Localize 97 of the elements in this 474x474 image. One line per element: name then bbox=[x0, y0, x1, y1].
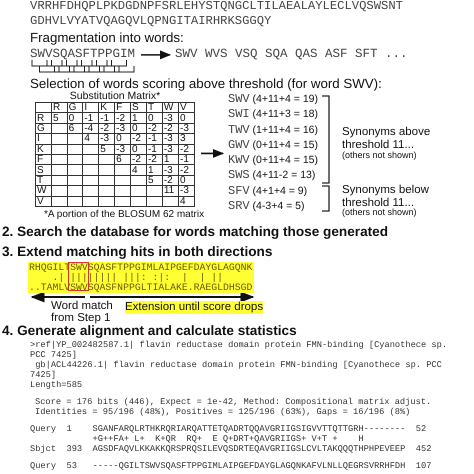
table-cell: 4 bbox=[178, 196, 194, 206]
synonym-score: TWV (1+11+4 = 16) bbox=[228, 122, 318, 138]
table-cell: -4 bbox=[82, 123, 99, 134]
arrow bbox=[201, 148, 224, 158]
table-cell: -3 bbox=[162, 144, 179, 154]
table-cell: 4 bbox=[130, 164, 146, 176]
table-cell: -2 bbox=[114, 112, 131, 124]
alignment-row: Query 53 -----QGILTSWVSQASFTPPGIMLAIPGEFDAYGLAGQNKAFVLNLLQEGRSVRRHFDH 107 bbox=[30, 462, 432, 472]
table-cell: -2 bbox=[146, 123, 162, 134]
table-cell: T bbox=[146, 102, 162, 113]
table-cell: 0 bbox=[114, 134, 131, 144]
table-cell: -3 bbox=[178, 123, 194, 134]
synonym-score: GWV (0+11+4 = 15) bbox=[228, 138, 318, 154]
synonym-score: SWI (4+11+3 = 18) bbox=[228, 107, 318, 123]
table-cell: -1 bbox=[178, 154, 194, 165]
match-symbols: +G++FA+ L+ K+QR RQ+ E Q+DRT+QAVGRIIGS+ V+T + H bbox=[92, 435, 364, 445]
table-cell: 6 bbox=[114, 154, 131, 165]
table-cell: -2 bbox=[162, 123, 179, 134]
table-cell: I bbox=[82, 102, 99, 113]
table-title: Substitution Matrix* bbox=[68, 90, 160, 102]
section-heading: Fragmentation into words: bbox=[30, 31, 184, 46]
table-cell: R bbox=[52, 102, 68, 113]
table-cell: -3 bbox=[162, 134, 179, 144]
table-cell: K bbox=[36, 144, 52, 154]
annotation-text: (others not shown) bbox=[342, 151, 417, 161]
synonym-score: SWS (4+11-2 = 13) bbox=[228, 168, 316, 184]
annotation-text: Synonyms above threshold 11... bbox=[342, 126, 432, 152]
section-heading: 3. Extend matching hits in both directions bbox=[2, 245, 272, 260]
table-cell: 1 bbox=[146, 164, 162, 176]
synonym-score: KWV (0+11+4 = 15) bbox=[228, 153, 318, 168]
sequence-text: VRRHFDHQPLPKDGDNPFSRLEHYSTQNGCLTILAEALAYLECLVQSWSNT bbox=[30, 0, 403, 14]
table-cell: -3 bbox=[162, 164, 179, 176]
table-cell: -2 bbox=[146, 154, 162, 165]
table-cell: -1 bbox=[98, 112, 115, 124]
table-cell: -2 bbox=[178, 144, 194, 154]
table-cell: -2 bbox=[162, 175, 179, 186]
table-cell: 0 bbox=[130, 123, 146, 134]
alignment-row: Sbjct 393 AGSDFAQVLKKAKKQRSPRQSILEVQSDRTEQAVGRIIGSLCVLTAKQQQTHPHPEVEEP 452 bbox=[30, 445, 432, 455]
synonym-score: SWV (4+11+4 = 19) bbox=[228, 92, 318, 108]
table-cell: 1 bbox=[130, 112, 146, 124]
table-cell: W bbox=[162, 102, 179, 113]
arrow bbox=[141, 50, 172, 60]
sequence-text: GDHVLVYATVQAGQVLQPNGITAIRHRKSGGQY bbox=[30, 15, 272, 28]
table-cell: -3 bbox=[162, 112, 179, 124]
footnote: *A portion of the BLOSUM 62 matrix bbox=[44, 209, 204, 220]
table-cell: T bbox=[36, 175, 52, 186]
record-text: gb|ACL44226.1| flavin reductase domain protein FMN-binding [Cyanothece sp. PCC 7425] bbox=[30, 361, 443, 380]
sequence-text: SWVSQASFTPPGIM bbox=[30, 48, 136, 62]
substitution-matrix bbox=[35, 90, 195, 207]
table-cell: 11 bbox=[162, 186, 179, 196]
table-cell: -2 bbox=[178, 164, 194, 176]
table-cell: 4 bbox=[82, 134, 99, 144]
table-cell: -3 bbox=[98, 134, 115, 144]
table-cell: -1 bbox=[82, 112, 99, 124]
annotation-text: Extension until score drops bbox=[125, 301, 264, 314]
score-text: Score = 176 bits (446), Expect = 1e-42, Method: Compositional matrix adjust. bbox=[35, 398, 432, 408]
table-cell: -1 bbox=[146, 134, 162, 144]
record-text: Length=585 bbox=[30, 381, 82, 391]
table-cell: -2 bbox=[130, 134, 146, 144]
table-cell: G bbox=[36, 123, 52, 134]
table-cell: -3 bbox=[178, 186, 194, 196]
table-cell: 0 bbox=[146, 112, 162, 124]
table-cell: V bbox=[36, 196, 52, 206]
synonym-score: SFV (4+1+4 = 9) bbox=[228, 184, 308, 200]
table-cell: 0 bbox=[178, 175, 194, 186]
table-cell: 5 bbox=[146, 175, 162, 186]
table-cell: 1 bbox=[162, 154, 179, 165]
table-cell: G bbox=[67, 102, 83, 113]
annotation-text: Synonyms below threshold 11... bbox=[342, 184, 430, 209]
table-cell: F bbox=[114, 102, 131, 113]
table-cell: F bbox=[36, 154, 52, 165]
table-cell: V bbox=[178, 102, 194, 113]
table-cell: 0 bbox=[178, 112, 194, 124]
table-cell: -3 bbox=[114, 123, 131, 134]
table-cell: 6 bbox=[67, 123, 83, 134]
word-list: SWV WVS VSQ SQA QAS ASF SFT ... bbox=[175, 48, 408, 62]
synonym-score: SRV (4-3+4 = 5) bbox=[228, 199, 306, 214]
table-cell: 0 bbox=[130, 144, 146, 154]
table-cell: R bbox=[36, 112, 52, 124]
section-heading: 2. Search the database for words matching those generated bbox=[2, 225, 388, 240]
table-cell: -1 bbox=[146, 144, 162, 154]
table-cell: S bbox=[130, 102, 146, 113]
section-heading: 4. Generate alignment and calculate statistics bbox=[2, 324, 297, 339]
alignment-row: Query 1 SGANFARQLRTHKRQRIARQATTETQADRTQQAVGRIIGSIGVVTTQTTGRH-------- 52 bbox=[30, 425, 426, 435]
table-cell: -2 bbox=[130, 154, 146, 165]
table-cell: 5 bbox=[98, 144, 115, 154]
annotation-text: (others not shown) bbox=[342, 208, 417, 218]
table-cell: K bbox=[98, 102, 115, 113]
table-cell: S bbox=[36, 164, 52, 176]
table-cell: 0 bbox=[67, 112, 83, 124]
table-cell: 3 bbox=[178, 134, 194, 144]
table-cell: 5 bbox=[52, 112, 68, 124]
table-cell: -3 bbox=[114, 144, 131, 154]
table-cell: W bbox=[36, 186, 52, 196]
score-text: Identities = 95/196 (48%), Positives = 125/196 (63%), Gaps = 16/196 (8%) bbox=[35, 408, 410, 418]
table-cell: I bbox=[36, 134, 52, 144]
table-cell: -2 bbox=[98, 123, 115, 134]
